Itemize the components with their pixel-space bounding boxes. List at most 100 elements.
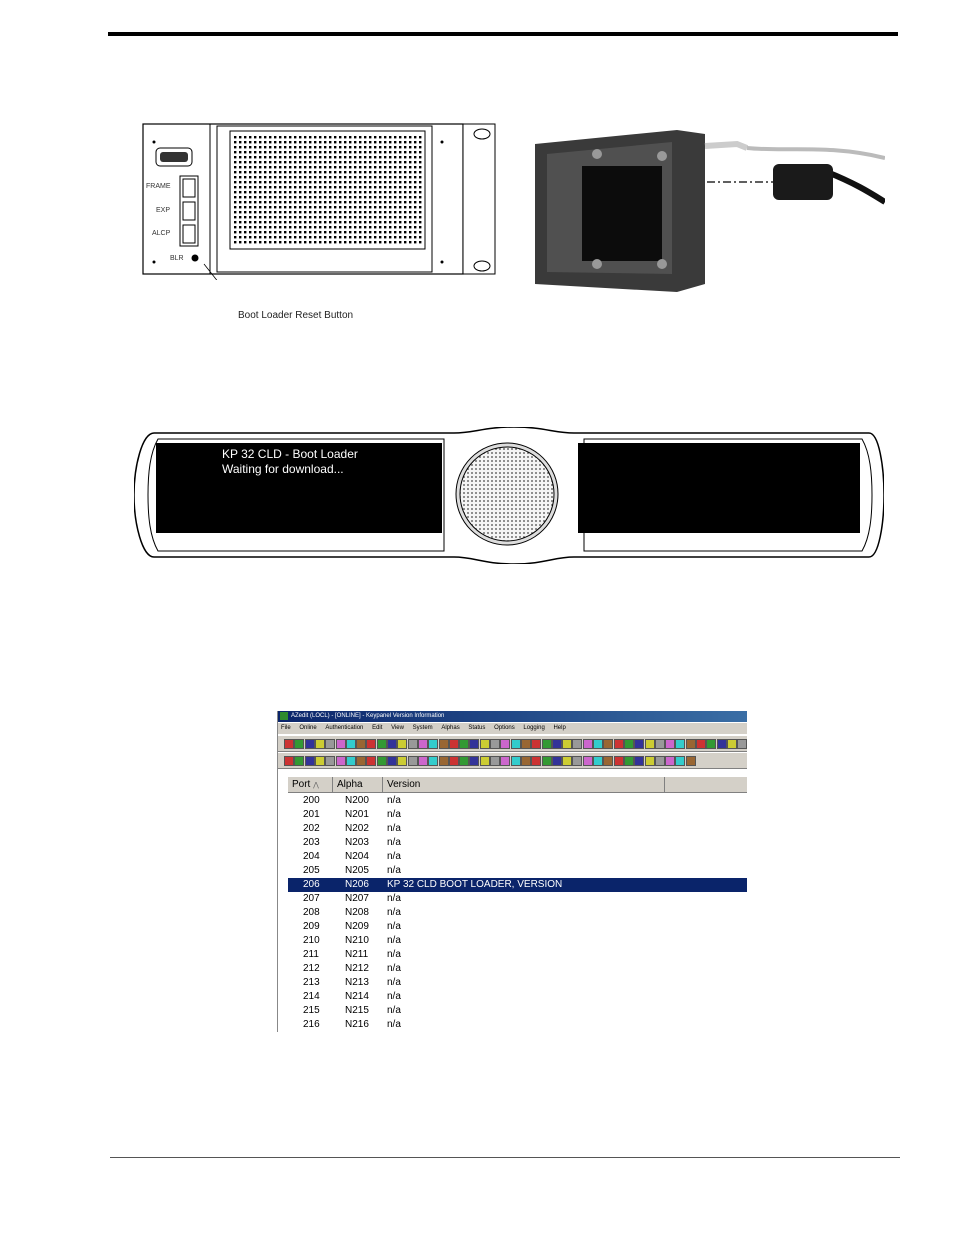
- toolbar-button-icon[interactable]: [644, 756, 655, 766]
- toolbar-button-icon[interactable]: [387, 739, 397, 749]
- toolbar-button-icon[interactable]: [490, 756, 500, 766]
- window-titlebar[interactable]: AZedit (LOCL) - [ONLINE] - Keypanel Vers…: [278, 711, 747, 722]
- toolbar-button-icon[interactable]: [479, 756, 490, 766]
- toolbar-button-icon[interactable]: [325, 739, 336, 749]
- toolbar-button-icon[interactable]: [376, 756, 387, 766]
- toolbar-button-icon[interactable]: [593, 739, 603, 749]
- toolbar-button-icon[interactable]: [520, 739, 531, 749]
- toolbar-button-icon[interactable]: [582, 739, 593, 749]
- toolbar-button-icon[interactable]: [304, 756, 315, 766]
- toolbar-button-icon[interactable]: [366, 739, 377, 749]
- toolbar-button-icon[interactable]: [366, 756, 377, 766]
- toolbar-button-icon[interactable]: [623, 756, 634, 766]
- toolbar-button-icon[interactable]: [417, 756, 428, 766]
- toolbar-button-icon[interactable]: [397, 756, 408, 766]
- toolbar-button-icon[interactable]: [520, 756, 531, 766]
- toolbar-button-icon[interactable]: [356, 756, 367, 766]
- toolbar-button-icon[interactable]: [345, 756, 356, 766]
- toolbar-button-icon[interactable]: [665, 739, 676, 749]
- toolbar-button-icon[interactable]: [541, 739, 552, 749]
- toolbar-button-icon[interactable]: [634, 739, 645, 749]
- toolbar-button-icon[interactable]: [284, 739, 294, 749]
- column-header-version[interactable]: Version: [383, 777, 665, 793]
- toolbar-button-icon[interactable]: [314, 739, 325, 749]
- column-header-port[interactable]: Port ⋀: [288, 777, 333, 793]
- toolbar-button-icon[interactable]: [438, 756, 449, 766]
- toolbar-button-icon[interactable]: [284, 756, 294, 766]
- menu-file[interactable]: File: [281, 725, 291, 731]
- toolbar-button-icon[interactable]: [613, 739, 624, 749]
- toolbar-button-icon[interactable]: [562, 739, 573, 749]
- toolbar-button-icon[interactable]: [428, 739, 439, 749]
- toolbar-button-icon[interactable]: [304, 739, 315, 749]
- toolbar-button-icon[interactable]: [407, 739, 418, 749]
- toolbar-button-icon[interactable]: [613, 756, 624, 766]
- toolbar-button-icon[interactable]: [716, 739, 727, 749]
- toolbar-button-icon[interactable]: [459, 739, 470, 749]
- toolbar-button-icon[interactable]: [551, 756, 562, 766]
- menu-status[interactable]: Status: [468, 725, 486, 731]
- toolbar-button-icon[interactable]: [531, 756, 542, 766]
- toolbar-button-icon[interactable]: [438, 739, 449, 749]
- menu-logging[interactable]: Logging: [523, 725, 545, 731]
- toolbar-button-icon[interactable]: [397, 739, 408, 749]
- toolbar-button-icon[interactable]: [654, 739, 665, 749]
- menu-view[interactable]: View: [391, 725, 404, 731]
- toolbar-button-icon[interactable]: [314, 756, 325, 766]
- toolbar-button-icon[interactable]: [562, 756, 573, 766]
- toolbar-button-icon[interactable]: [479, 739, 490, 749]
- toolbar-button-icon[interactable]: [448, 739, 459, 749]
- menu-options[interactable]: Options: [494, 725, 515, 731]
- toolbar-button-icon[interactable]: [387, 756, 397, 766]
- toolbar-button-icon[interactable]: [294, 739, 305, 749]
- toolbar-button-icon[interactable]: [448, 756, 459, 766]
- toolbar-button-icon[interactable]: [469, 739, 480, 749]
- toolbar-button-icon[interactable]: [644, 739, 655, 749]
- toolbar-button-icon[interactable]: [459, 756, 470, 766]
- toolbar-button-icon[interactable]: [696, 739, 706, 749]
- toolbar-button-icon[interactable]: [345, 739, 356, 749]
- toolbar-button-icon[interactable]: [623, 739, 634, 749]
- toolbar-button-icon[interactable]: [675, 739, 686, 749]
- toolbar-button-icon[interactable]: [706, 739, 717, 749]
- toolbar-button-icon[interactable]: [551, 739, 562, 749]
- column-header-alpha[interactable]: Alpha: [333, 777, 383, 793]
- toolbar-button-icon[interactable]: [469, 756, 480, 766]
- toolbar-button-icon[interactable]: [500, 756, 511, 766]
- menu-system[interactable]: System: [412, 725, 433, 731]
- menu-authentication[interactable]: Authentication: [325, 725, 364, 731]
- toolbar-button-icon[interactable]: [356, 739, 367, 749]
- toolbar-button-icon[interactable]: [531, 739, 542, 749]
- toolbar-button-icon[interactable]: [603, 739, 614, 749]
- toolbar-button-icon[interactable]: [541, 756, 552, 766]
- toolbar-button-icon[interactable]: [294, 756, 305, 766]
- toolbar-button-icon[interactable]: [335, 739, 346, 749]
- toolbar-button-icon[interactable]: [685, 739, 696, 749]
- toolbar-button-icon[interactable]: [654, 756, 665, 766]
- toolbar-button-icon[interactable]: [726, 739, 737, 749]
- menu-alphas[interactable]: Alphas: [441, 725, 460, 731]
- menu-online[interactable]: Online: [299, 725, 317, 731]
- toolbar-button-icon[interactable]: [582, 756, 593, 766]
- toolbar-button-icon[interactable]: [510, 739, 521, 749]
- toolbar-button-icon[interactable]: [634, 756, 645, 766]
- toolbar-button-icon[interactable]: [685, 756, 696, 766]
- toolbar-button-icon[interactable]: [675, 756, 686, 766]
- toolbar-button-icon[interactable]: [428, 756, 439, 766]
- toolbar-button-icon[interactable]: [407, 756, 418, 766]
